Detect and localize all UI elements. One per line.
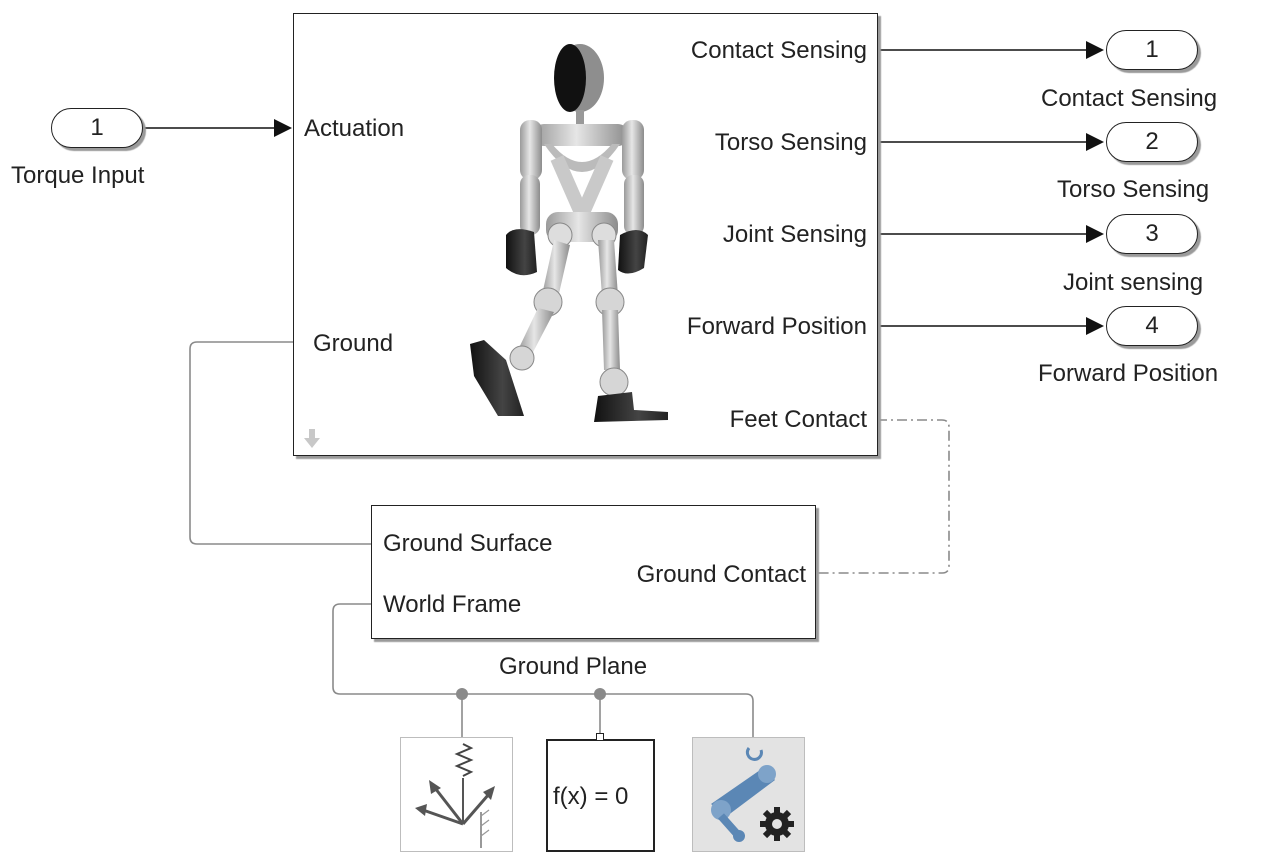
outport-number: 1 — [1145, 36, 1159, 63]
port-forward-position: Forward Position — [686, 313, 867, 340]
outport-4[interactable]: 4 — [1106, 306, 1198, 346]
port-ground: Ground — [313, 330, 394, 357]
port-torso-sensing: Torso Sensing — [714, 129, 867, 156]
actuation-arrow — [274, 119, 292, 137]
outport-number: 2 — [1145, 128, 1159, 155]
contact-physical-line — [815, 419, 950, 574]
port-actuation: Actuation — [304, 115, 405, 142]
mechanism-configuration-icon — [711, 747, 794, 842]
solver-configuration-block[interactable]: f(x) = 0 — [546, 739, 655, 852]
outport-number: 3 — [1145, 220, 1159, 247]
ground-physical-line — [189, 341, 372, 545]
humanoid-robot-image — [470, 44, 668, 422]
solver-port — [596, 733, 604, 741]
junction-dot — [456, 688, 468, 700]
outport-label: Torso Sensing — [1057, 176, 1210, 203]
outport-number: 4 — [1145, 312, 1159, 339]
inport-torque-input[interactable]: 1 — [51, 108, 143, 148]
port-joint-sensing: Joint Sensing — [722, 221, 867, 248]
outport-2[interactable]: 2 — [1106, 122, 1198, 162]
outport-label: Forward Position — [1038, 360, 1219, 387]
junction-dot — [594, 688, 606, 700]
outport-1[interactable]: 1 — [1106, 30, 1198, 70]
port-ground-surface: Ground Surface — [383, 530, 553, 557]
inport-number: 1 — [90, 114, 104, 141]
port-ground-contact: Ground Contact — [636, 561, 806, 588]
port-contact-sensing: Contact Sensing — [690, 37, 867, 64]
port-feet-contact: Feet Contact — [729, 406, 867, 433]
world-frame-icon — [415, 743, 495, 848]
outport-label: Contact Sensing — [1041, 85, 1218, 112]
outport-label: Joint sensing — [1063, 269, 1204, 296]
world-frame-physical-line — [332, 603, 754, 737]
mechanism-configuration-block[interactable] — [692, 737, 805, 852]
ground-plane-label: Ground Plane — [499, 653, 648, 680]
ground-plane-block[interactable] — [371, 505, 816, 639]
outport-3[interactable]: 3 — [1106, 214, 1198, 254]
inport-label: Torque Input — [11, 162, 145, 189]
world-frame-block[interactable] — [400, 737, 513, 852]
port-world-frame: World Frame — [383, 591, 522, 618]
look-under-arrow-icon[interactable] — [303, 428, 321, 450]
solver-label: f(x) = 0 — [553, 783, 629, 810]
